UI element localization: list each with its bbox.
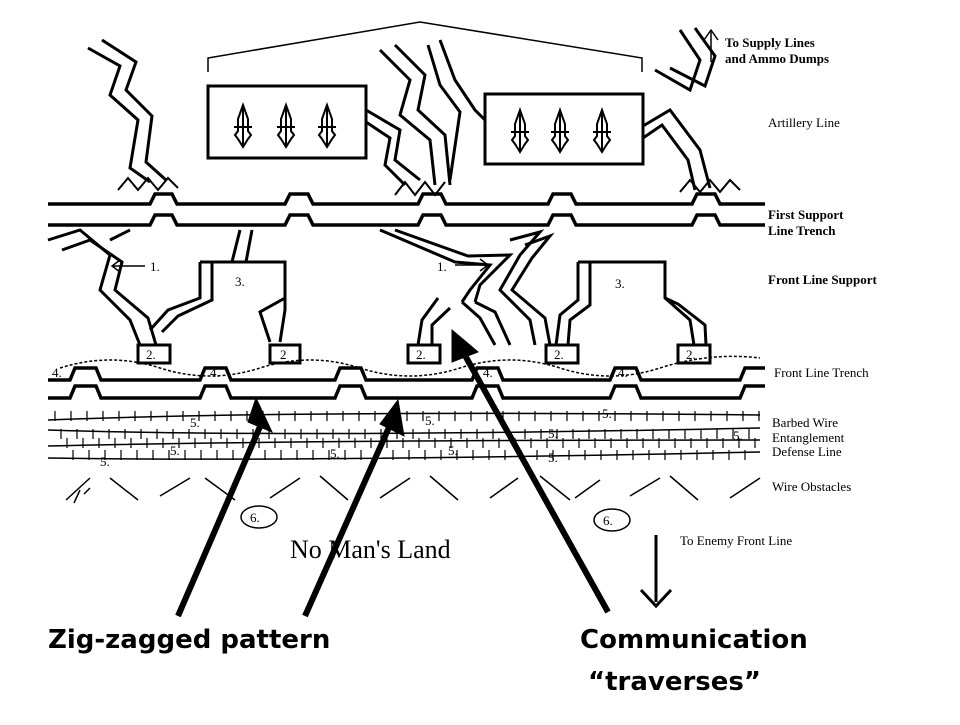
no-mans-land-label: No Man's Land bbox=[290, 535, 451, 564]
marker-2-c: 2. bbox=[416, 347, 426, 362]
zigzag-caption: Zig-zagged pattern bbox=[48, 625, 330, 655]
front-line-support-label: Front Line Support bbox=[768, 272, 878, 287]
marker-3-left: 3. bbox=[235, 274, 245, 289]
supply-arrow-icon bbox=[703, 28, 719, 62]
marker-5-d: 5. bbox=[733, 428, 743, 443]
wire-obstacles bbox=[65, 475, 761, 504]
line-trench-label: Line Trench bbox=[768, 223, 836, 238]
rear-communication-trenches bbox=[87, 27, 717, 191]
marker-5-h: 5. bbox=[448, 443, 458, 458]
small-posts bbox=[136, 343, 712, 365]
left-arrow-icon bbox=[110, 259, 145, 273]
to-supply-label: To Supply Lines bbox=[725, 35, 815, 50]
wire-obstacles-label: Wire Obstacles bbox=[772, 479, 851, 494]
marker-six-circles bbox=[240, 505, 631, 532]
marker-5-i: 5. bbox=[548, 450, 558, 465]
marker-2-e: 2. bbox=[686, 347, 696, 362]
callout-arrows bbox=[175, 328, 611, 618]
to-enemy-label: To Enemy Front Line bbox=[680, 533, 792, 548]
support-trenches bbox=[47, 228, 708, 346]
marker-4-d: 4. bbox=[618, 365, 628, 380]
front-line-trench bbox=[48, 366, 765, 400]
to-ammo-label: and Ammo Dumps bbox=[725, 51, 829, 66]
communication-caption: Communication bbox=[580, 625, 808, 655]
marker-6-right: 6. bbox=[603, 513, 613, 528]
marker-2-b: 2 bbox=[280, 347, 287, 362]
marker-5-e: 5. bbox=[548, 426, 558, 441]
front-wire-wave bbox=[59, 355, 761, 377]
artillery-line-label: Artillery Line bbox=[768, 115, 840, 130]
marker-2-a: 2. bbox=[146, 347, 156, 362]
marker-1-left: 1. bbox=[150, 259, 160, 274]
marker-5-g: 5. bbox=[330, 446, 340, 461]
first-support-label: First Support bbox=[768, 207, 844, 222]
marker-5-f: 5. bbox=[170, 443, 180, 458]
marker-6-left: 6. bbox=[250, 510, 260, 525]
barbed-wire-label: Barbed Wire bbox=[772, 415, 838, 430]
marker-3-right: 3. bbox=[615, 276, 625, 291]
traverses-caption: “traverses” bbox=[588, 667, 761, 697]
first-support-trench bbox=[48, 192, 765, 227]
barbed-wire-ticks bbox=[54, 411, 760, 460]
enemy-arrow-icon bbox=[639, 535, 673, 609]
marker-5-a: 5. bbox=[190, 415, 200, 430]
entanglement-label: Entanglement bbox=[772, 430, 845, 445]
marker-2-d: 2. bbox=[554, 347, 564, 362]
marker-1-right: 1. bbox=[437, 259, 447, 274]
defense-line-label: Defense Line bbox=[772, 444, 842, 459]
marker-4-a: 4. bbox=[52, 365, 62, 380]
artillery-bracket bbox=[207, 21, 643, 72]
marker-4-b: 4. bbox=[210, 365, 220, 380]
marker-5-b: 5. bbox=[425, 413, 435, 428]
artillery-emplacement-right bbox=[483, 92, 645, 166]
marker-4-c: 4. bbox=[483, 365, 493, 380]
front-line-trench-label: Front Line Trench bbox=[774, 365, 869, 380]
right-arrow-icon bbox=[455, 258, 490, 272]
artillery-emplacement-left bbox=[206, 84, 368, 160]
marker-5-c: 5. bbox=[602, 406, 612, 421]
marker-5-j: 5. bbox=[100, 454, 110, 469]
barbed-wire-lines bbox=[47, 412, 761, 460]
